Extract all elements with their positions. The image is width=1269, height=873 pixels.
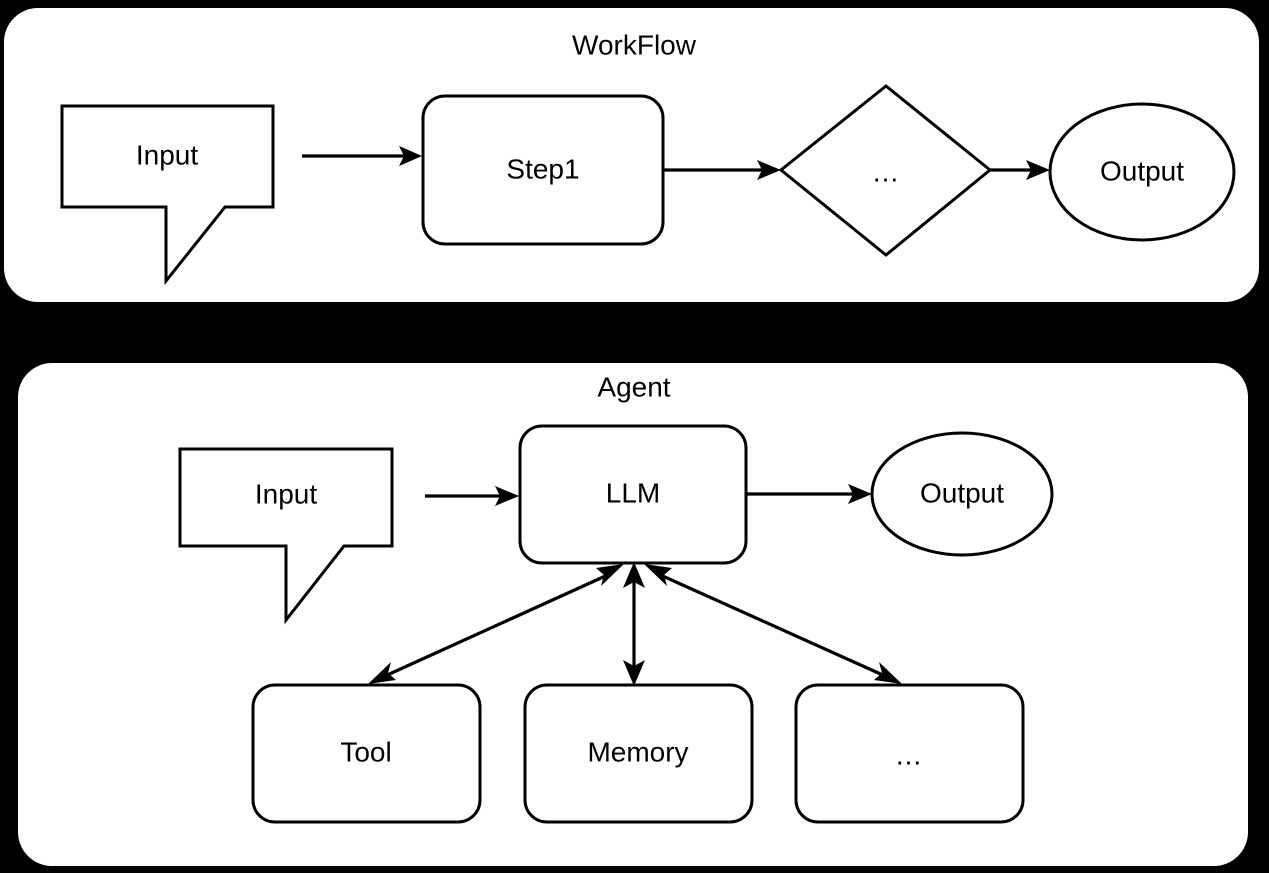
agent-tool-node[interactable]: Tool xyxy=(251,683,482,824)
agent-llm-label: LLM xyxy=(606,477,660,508)
agent-edge-input-to-llm xyxy=(425,486,519,506)
agent-output-label: Output xyxy=(920,477,1004,508)
callout-shape xyxy=(178,447,394,625)
workflow-dots-label: ... xyxy=(873,156,899,187)
workflow-step1-label: Step1 xyxy=(506,153,579,184)
arrowhead-icon xyxy=(596,564,624,586)
agent-tool-label: Tool xyxy=(340,736,391,767)
workflow-dots-node[interactable]: ... xyxy=(778,84,993,257)
agent-edge-llm-to-output xyxy=(746,484,872,504)
agent-edge-llm-to-tool xyxy=(368,564,624,684)
agent-input-node[interactable]: Input xyxy=(178,447,394,625)
workflow-edge-step1-to-dots xyxy=(663,160,781,180)
diamond-shape xyxy=(778,84,993,257)
ellipse-shape xyxy=(870,431,1054,557)
arrowhead-icon xyxy=(644,564,672,586)
rounded-rect-shape xyxy=(523,683,754,824)
agent-memory-node[interactable]: Memory xyxy=(523,683,754,824)
agent-edge-llm-to-memory xyxy=(623,562,645,686)
agent-panel-title: Agent xyxy=(597,371,670,402)
callout-shape xyxy=(60,104,275,286)
arrowhead-icon xyxy=(495,486,519,506)
workflow-panel: WorkFlow Input Step1 xyxy=(4,8,1259,302)
rounded-rect-shape xyxy=(251,683,482,824)
rounded-rect-shape xyxy=(794,683,1025,824)
workflow-input-label: Input xyxy=(136,139,198,170)
connector-line xyxy=(655,571,886,678)
workflow-output-node[interactable]: Output xyxy=(1048,102,1236,242)
agent-dots-node[interactable]: ... xyxy=(794,683,1025,824)
arrowhead-icon xyxy=(623,562,645,588)
arrowhead-icon xyxy=(623,660,645,686)
agent-memory-label: Memory xyxy=(587,736,688,767)
arrowhead-icon xyxy=(368,662,396,684)
workflow-step1-node[interactable]: Step1 xyxy=(421,94,665,246)
workflow-edge-dots-to-output xyxy=(990,160,1050,180)
connector-line xyxy=(384,571,613,678)
arrowhead-icon xyxy=(757,160,781,180)
workflow-edge-input-to-step1 xyxy=(302,146,422,166)
agent-llm-node[interactable]: LLM xyxy=(518,424,748,565)
arrowhead-icon xyxy=(1026,160,1050,180)
workflow-input-node[interactable]: Input xyxy=(60,104,275,286)
workflow-panel-title: WorkFlow xyxy=(572,29,697,60)
arrowhead-icon xyxy=(874,662,902,684)
ellipse-shape xyxy=(1048,102,1236,242)
workflow-output-label: Output xyxy=(1100,155,1184,186)
arrowhead-icon xyxy=(848,484,872,504)
agent-output-node[interactable]: Output xyxy=(870,431,1054,557)
agent-input-label: Input xyxy=(255,478,317,509)
agent-edge-llm-to-dots xyxy=(644,564,902,684)
agent-panel: Agent Input LLM xyxy=(18,363,1248,866)
agent-dots-label: ... xyxy=(896,739,922,770)
arrowhead-icon xyxy=(399,146,422,166)
